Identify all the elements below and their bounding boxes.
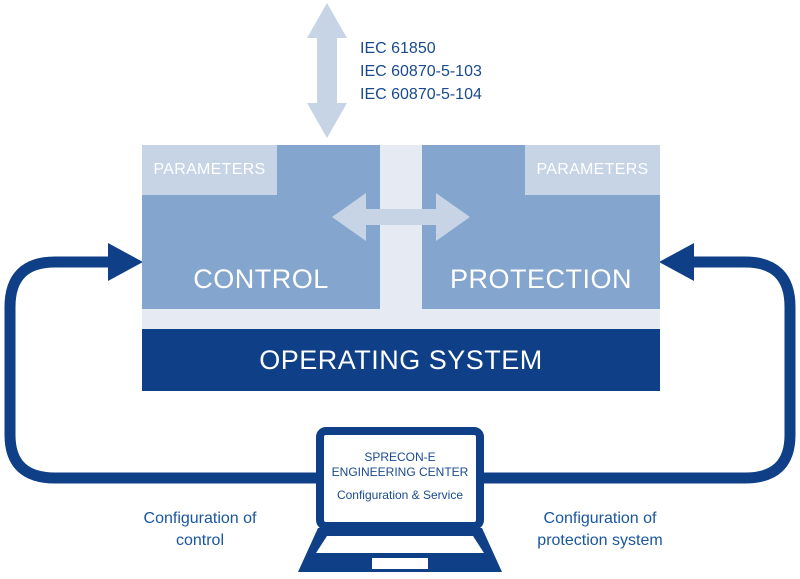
left-loop-arrowhead — [108, 243, 143, 281]
right-loop-line — [480, 256, 796, 484]
config-control-line1: Configuration of — [143, 510, 257, 527]
laptop-product-name: SPRECON-E — [364, 450, 436, 464]
config-protection-line1: Configuration of — [543, 510, 657, 527]
right-loop-arrowhead — [659, 243, 694, 281]
protocol-iec-60870-5-103: IEC 60870-5-103 — [360, 63, 482, 80]
laptop-product-subtitle: ENGINEERING CENTER — [331, 465, 469, 479]
control-parameters-label: PARAMETERS — [142, 145, 277, 195]
vertical-double-arrow — [307, 3, 347, 138]
protocol-iec-61850: IEC 61850 — [360, 40, 436, 57]
laptop-keyboard — [316, 536, 484, 553]
laptop-touchpad — [372, 558, 428, 569]
config-protection-line2: protection system — [537, 532, 663, 549]
laptop-screen — [316, 427, 484, 530]
control-title: CONTROL — [193, 263, 329, 294]
protection-title: PROTECTION — [449, 263, 632, 294]
protocol-iec-60870-5-104: IEC 60870-5-104 — [360, 86, 482, 103]
left-loop-line — [4, 256, 320, 484]
protection-parameters-label: PARAMETERS — [525, 145, 660, 195]
horizontal-double-arrow — [332, 193, 470, 241]
operating-system-bar: OPERATING SYSTEM — [142, 329, 660, 391]
config-control-line2: control — [175, 532, 225, 549]
laptop-product-function: Configuration & Service — [336, 488, 464, 502]
